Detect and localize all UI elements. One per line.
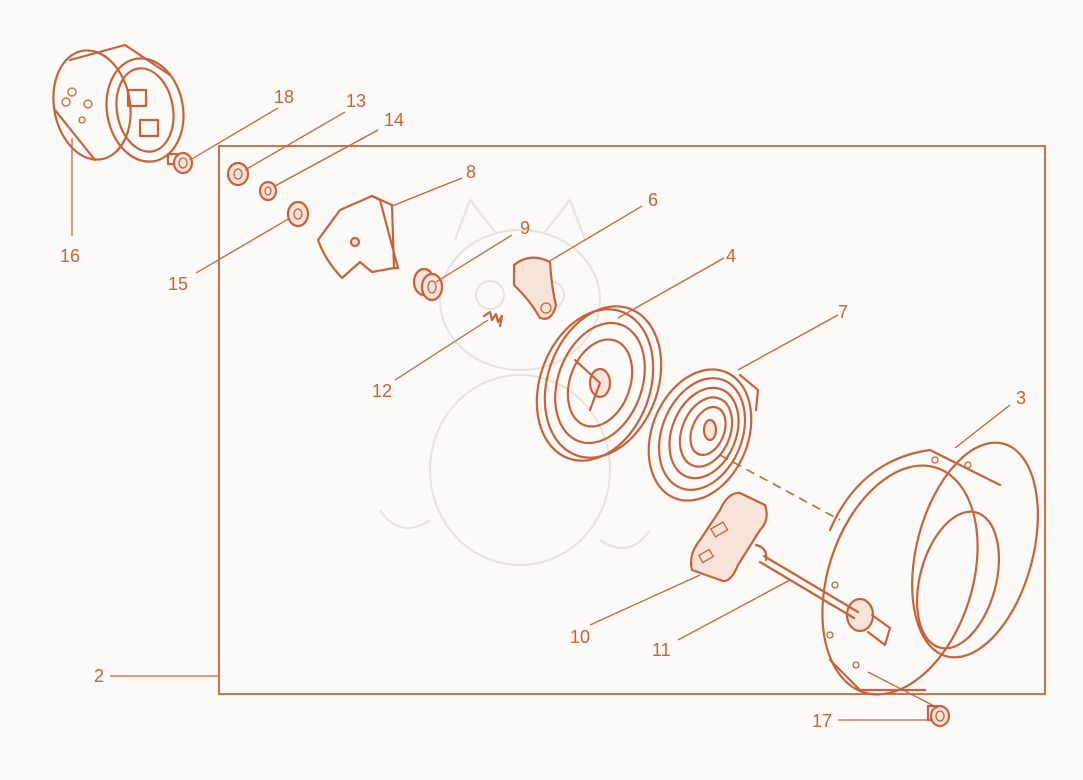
callout-13: 13 bbox=[346, 91, 366, 111]
part-12-small-spring bbox=[482, 310, 504, 328]
callout-17: 17 bbox=[812, 711, 832, 731]
callout-7: 7 bbox=[838, 302, 848, 322]
part-4-reel-pulley bbox=[535, 305, 663, 462]
part-7-recoil-spring bbox=[647, 368, 760, 502]
callout-15: 15 bbox=[168, 274, 188, 294]
callout-16: 16 bbox=[60, 246, 80, 266]
callout-2: 2 bbox=[94, 666, 104, 686]
part-13-clip bbox=[226, 161, 250, 187]
part-11-rope bbox=[758, 554, 860, 620]
callout-11: 11 bbox=[652, 640, 671, 660]
callout-6: 6 bbox=[648, 190, 658, 210]
part-14-washer bbox=[258, 180, 278, 202]
callout-9: 9 bbox=[520, 218, 530, 238]
callout-8: 8 bbox=[466, 162, 476, 182]
callout-18: 18 bbox=[274, 87, 294, 107]
part-18-bolt bbox=[166, 151, 194, 175]
part-16-starter-cup bbox=[52, 43, 185, 163]
callout-labels: 18 13 14 8 9 6 4 7 3 16 15 12 10 11 2 17 bbox=[60, 87, 1026, 731]
callout-4: 4 bbox=[726, 246, 736, 266]
leader-lines bbox=[71, 107, 1011, 721]
part-10-starter-handle bbox=[689, 491, 768, 583]
part-3-starter-housing bbox=[821, 441, 1039, 696]
part-15-washer bbox=[286, 200, 310, 228]
callout-12: 12 bbox=[372, 381, 392, 401]
part-9-spring-cap bbox=[412, 267, 444, 302]
part-8-friction-plate bbox=[316, 194, 400, 280]
callout-10: 10 bbox=[570, 627, 590, 647]
part-17-bolt bbox=[926, 704, 951, 728]
part-6-ratchet-pawl bbox=[512, 256, 558, 320]
watermark-dragon bbox=[379, 197, 651, 566]
callout-14: 14 bbox=[384, 110, 404, 130]
assembly-frame bbox=[218, 145, 1046, 695]
assembly-axis bbox=[719, 454, 841, 521]
callout-3: 3 bbox=[1016, 388, 1026, 408]
